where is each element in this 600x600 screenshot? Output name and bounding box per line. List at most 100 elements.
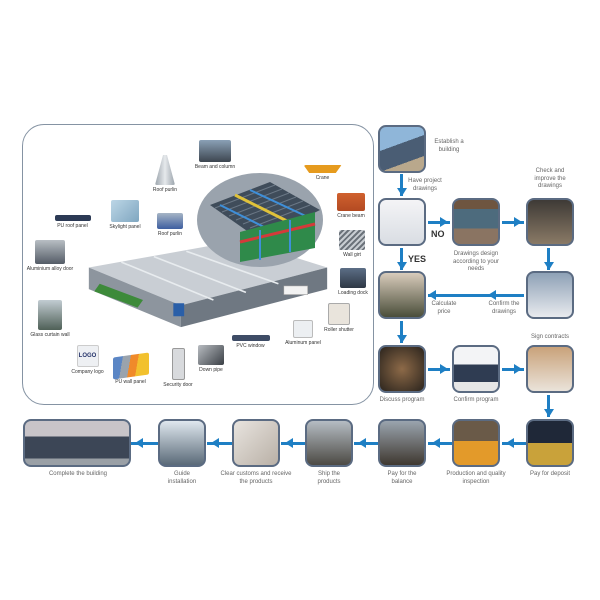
step-clear-customs: Clear customs and receive the products: [220, 419, 292, 485]
crane-beam-image: [337, 193, 365, 211]
drawings-design-image: [452, 198, 500, 246]
roof-purlin-image: [155, 155, 175, 185]
step-complete-building: Complete the building: [23, 419, 131, 477]
step-have-project-drawings: [378, 198, 426, 246]
connector: [547, 395, 550, 417]
arrow-left: [135, 438, 143, 448]
pu-roof-panel-image: [54, 215, 91, 221]
connector: [131, 442, 158, 445]
arrow-right: [440, 364, 448, 374]
installation-image: [158, 419, 206, 467]
arrow-left: [358, 438, 366, 448]
step-drawings-design: Drawings design according to your needs: [452, 198, 500, 272]
component-crane-beam: Crane beam: [330, 193, 372, 219]
roller-shutter-image: [328, 303, 350, 325]
completed-building-image: [23, 419, 131, 467]
security-door-image: [171, 348, 185, 380]
connector: [428, 221, 450, 224]
wall-girt-image: [339, 230, 365, 250]
arrow-right: [514, 364, 522, 374]
step-sign-contracts: Sign contracts: [526, 334, 574, 393]
connector: [502, 221, 524, 224]
connector: [400, 248, 403, 270]
decision-yes: YES: [408, 254, 427, 264]
connector: [547, 248, 550, 270]
component-loading-dock: Loading dock: [333, 268, 373, 296]
step-guide-installation: Guide installation: [158, 419, 206, 485]
connector: [502, 442, 526, 445]
arrow-left: [488, 290, 496, 300]
connector: [428, 294, 524, 297]
signing-drawings-image: [378, 198, 426, 246]
beam-column-image: [199, 140, 231, 162]
step-confirm-program: Confirm program: [452, 345, 500, 403]
step-pay-deposit: Pay for deposit: [526, 419, 574, 477]
connector: [281, 442, 305, 445]
connector: [354, 442, 378, 445]
connector: [207, 442, 232, 445]
glass-curtain-wall-image: [38, 300, 62, 330]
payment-image: [378, 419, 426, 467]
pvc-window-image: [293, 320, 313, 338]
connector: [428, 442, 452, 445]
arrow-down: [397, 262, 407, 270]
roof-purlin-image: [157, 213, 183, 229]
loading-dock-image: [340, 268, 366, 288]
decision-no: NO: [431, 229, 445, 239]
component-crane: Crane: [300, 165, 345, 181]
arrow-left: [428, 290, 436, 300]
check-drawings-image: [526, 198, 574, 246]
component-aluminium-alloy-door: Aluminium alloy door: [25, 240, 75, 272]
component-down-pipe: Down pipe: [192, 345, 230, 373]
coins-image: [526, 419, 574, 467]
pu-wall-panel-image: [231, 335, 270, 341]
component-roller-shutter: Roller shutter: [318, 303, 360, 333]
arrow-left: [506, 438, 514, 448]
frame-detail-magnifier: [197, 173, 323, 267]
inspection-image: [452, 419, 500, 467]
connector: [400, 174, 403, 196]
step-discuss-program: Discuss program: [378, 345, 426, 403]
component-aluminum-panel: PU wall panel: [108, 352, 153, 385]
connector: [502, 368, 524, 371]
step-establish-building: Establish a building: [378, 125, 464, 173]
component-pu-roof-panel: PU roof panel: [50, 215, 95, 229]
arrow-down: [544, 409, 554, 417]
arrow-down: [397, 188, 407, 196]
connector: [428, 368, 450, 371]
shipping-image: [305, 419, 353, 467]
connector: [400, 321, 403, 343]
step-calculate-price: Calculate price: [378, 271, 457, 319]
step-pay-balance: Pay for the balance: [378, 419, 426, 485]
component-company-logo: LOGO Company logo: [65, 345, 110, 375]
skylight-panel-image: [111, 200, 139, 222]
component-pu-wall-panel: PVC window: [228, 335, 273, 349]
handshake-image: [526, 345, 574, 393]
arrow-right: [514, 217, 522, 227]
down-pipe-image: [198, 345, 224, 365]
alloy-door-image: [35, 240, 65, 264]
calculator-image: [378, 271, 426, 319]
component-security-door: Security door: [158, 348, 198, 388]
component-beam-and-column: Beam and column: [190, 140, 240, 170]
arrow-down: [397, 335, 407, 343]
arrow-left: [432, 438, 440, 448]
discuss-program-image: [378, 345, 426, 393]
step-check-improve: Check and improve the drawings: [526, 168, 574, 246]
arrow-left: [285, 438, 293, 448]
step-ship-products: Ship the products: [305, 419, 353, 485]
arrow-right: [440, 217, 448, 227]
aluminum-panel-image: [112, 352, 149, 380]
arrow-left: [211, 438, 219, 448]
component-roof-purlin-mid: Roof purlin: [150, 213, 190, 237]
step-production-inspection: Production and quality inspection: [446, 419, 506, 485]
establish-building-image: [378, 125, 426, 173]
component-pvc-window: Aluminum panel: [283, 320, 323, 346]
component-roof-purlin-top: Roof purlin: [145, 155, 185, 193]
arrow-down: [544, 262, 554, 270]
step-confirm-drawings: Confirm the drawings: [488, 271, 574, 319]
customs-image: [232, 419, 280, 467]
component-glass-curtain-wall: Glass curtain wall: [25, 300, 75, 338]
company-logo-image: LOGO: [76, 345, 99, 367]
confirm-program-image: [452, 345, 500, 393]
